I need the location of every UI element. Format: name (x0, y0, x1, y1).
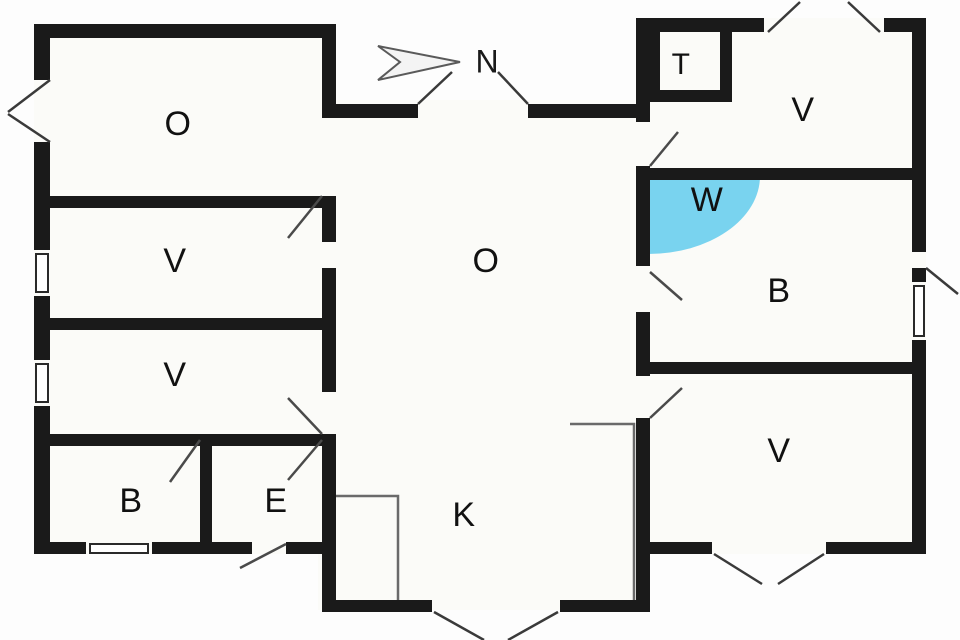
wall-right-exterior-a (912, 18, 926, 252)
door-bathroom-left (168, 439, 202, 483)
kitchen-counter-left (324, 494, 400, 604)
windows (35, 253, 925, 554)
splay-right-wall (925, 267, 959, 295)
room-label-w-water: W (691, 181, 724, 219)
splay-north-b (497, 71, 529, 105)
wall-divider-o-v-upper (34, 196, 336, 208)
wall-left-wing-right-c (322, 440, 336, 502)
room-label-e-entry: E (264, 482, 287, 520)
wall-top-left-wing (34, 24, 336, 38)
wall-closet-right (720, 30, 732, 102)
wall-bottom-left-b (152, 542, 252, 554)
door-right-lower-bedroom (649, 387, 683, 419)
door-swings (168, 131, 683, 570)
whirlpool-shape (648, 176, 760, 254)
wall-center-right-b (636, 166, 650, 266)
wall-divider-vright-b (636, 168, 926, 180)
wall-right-top-a (636, 18, 764, 32)
room-label-o-center: O (473, 242, 500, 280)
room-label-b-right: B (767, 272, 790, 310)
wall-right-bottom-b (826, 542, 926, 554)
wall-kitchen-bottom-right (560, 600, 650, 612)
door-entry-right (287, 439, 323, 481)
room-label-t-closet: T (672, 48, 691, 81)
splay-kitchen-a (433, 610, 485, 640)
wall-north-corridor-left (322, 104, 418, 118)
water-feature-group (648, 176, 760, 254)
door-left-bedroom-lower (287, 397, 323, 435)
floor-center-living (330, 100, 648, 556)
compass-north-label: N (475, 43, 498, 79)
room-label-v-right-lower: V (767, 432, 790, 470)
door-right-bathroom (649, 271, 683, 301)
wall-north-corridor-right (528, 104, 650, 118)
wall-left-exterior-d (34, 406, 50, 554)
interior-fixtures (324, 422, 636, 604)
splay-bottom-right-a (713, 552, 763, 586)
window-right-wall (913, 285, 925, 337)
window-left-wall-middle (35, 253, 49, 293)
splay-kitchen-b (507, 610, 559, 640)
wall-closet-left (648, 30, 660, 100)
door-left-bedroom-upper (287, 195, 323, 239)
window-left-wall-lower (35, 363, 49, 403)
wall-kitchen-right (636, 418, 650, 612)
wall-kitchen-left-upper (322, 502, 336, 612)
north-arrow-icon (377, 45, 461, 81)
wall-center-right-a (636, 18, 650, 122)
room-labels: O V V B E O K T V W B V (119, 48, 814, 534)
room-label-k-kitchen: K (452, 496, 475, 534)
room-label-v-left-lower: V (163, 356, 186, 394)
window-bathroom-bottom (89, 543, 149, 554)
room-label-b-bottom-left: B (119, 482, 142, 520)
room-label-o-upper-left: O (165, 105, 192, 143)
splay-left-upper-a (7, 79, 51, 113)
kitchen-counter-right (570, 422, 636, 604)
door-entry-bottom (239, 542, 287, 570)
window-splay-marks (7, 1, 959, 640)
floor-left-wing (34, 24, 336, 554)
wall-divider-v-v (34, 318, 336, 330)
wall-divider-b-vright (648, 362, 926, 374)
wall-divider-b-e-a (200, 434, 212, 490)
wall-closet-bottom (648, 90, 732, 102)
walls (34, 18, 926, 612)
wall-bottom-left-a (34, 542, 86, 554)
splay-top-right-b (847, 1, 881, 33)
wall-upper-left-right-a (322, 24, 336, 104)
compass-rose: N (377, 43, 499, 81)
wall-right-exterior-b (912, 268, 926, 282)
door-toilet-closet (649, 131, 679, 167)
wall-center-right-c (636, 312, 650, 376)
splay-left-upper-b (7, 112, 51, 144)
room-label-v-right-upper: V (791, 91, 814, 129)
wall-right-exterior-c (912, 340, 926, 554)
wall-divider-v-be (34, 434, 336, 446)
wall-kitchen-bottom-left (322, 600, 432, 612)
room-floor-fills (34, 18, 926, 610)
floor-right-wing (636, 18, 926, 554)
floor-kitchen (318, 490, 648, 610)
wall-divider-b-e-b (200, 490, 212, 554)
splay-north-a (417, 71, 453, 105)
room-label-v-left-upper: V (163, 242, 186, 280)
wall-right-bottom-a (636, 542, 712, 554)
splay-bottom-right-b (777, 552, 825, 586)
splay-top-right-a (767, 1, 801, 33)
